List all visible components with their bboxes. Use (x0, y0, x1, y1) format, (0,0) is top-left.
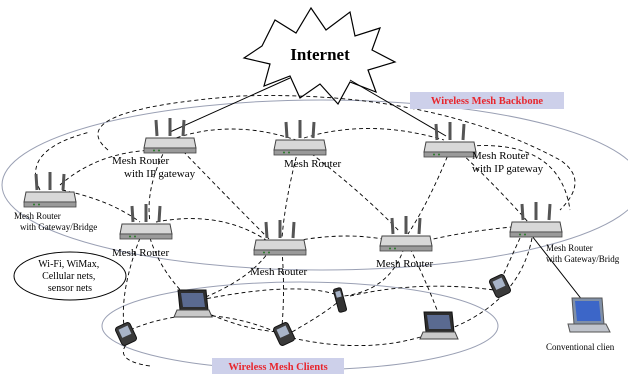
laptop-client-left-icon (173, 289, 213, 318)
router-top-middle-line1: Mesh Router (284, 158, 341, 170)
router-bridge-right-line1: Mesh Router (546, 243, 593, 253)
other-networks-line1: Wi-Fi, WiMax, (38, 259, 99, 270)
router-center-icon (252, 218, 308, 257)
mesh-links (35, 95, 576, 367)
internet-link-right (349, 79, 447, 137)
conventional-client-label: Conventional clien (546, 342, 615, 352)
other-networks-line3: sensor nets (48, 283, 92, 294)
pda-client-right-icon (488, 273, 512, 299)
clients-caption: Wireless Mesh Clients (228, 362, 327, 373)
router-middle-right-line1: Mesh Router (376, 258, 433, 270)
router-middle-left-label: Mesh Router (112, 247, 169, 259)
router-gateway-left-label: Mesh Router with IP gateway (112, 155, 196, 180)
other-networks-line2: Cellular nets, (42, 271, 95, 282)
router-bridge-left-icon (22, 170, 78, 209)
conventional-client-laptop-icon (567, 297, 611, 333)
router-top-middle-label: Mesh Router (284, 158, 341, 170)
router-bridge-left-label: Mesh Router with Gateway/Bridge (14, 211, 97, 232)
router-bridge-right-line2: with Gateway/Bridg (546, 254, 620, 264)
router-gateway-right-label: Mesh Router with IP gateway (472, 150, 544, 175)
router-middle-right-icon (378, 214, 434, 253)
laptop-client-right-icon (419, 311, 459, 340)
router-gateway-left-line1: Mesh Router (112, 155, 169, 167)
router-center-line1: Mesh Router (250, 266, 307, 278)
router-gateway-right-line2: with IP gateway (472, 163, 544, 175)
router-bridge-left-line2: with Gateway/Bridge (20, 222, 97, 232)
router-middle-left-icon (118, 202, 174, 241)
internet-label: Internet (290, 45, 350, 64)
router-middle-right-label: Mesh Router (376, 258, 433, 270)
clients-caption-bg (212, 358, 344, 374)
router-bridge-left-line1: Mesh Router (14, 211, 61, 221)
router-gateway-right-line1: Mesh Router (472, 150, 529, 162)
internet-cloud-icon (242, 6, 397, 106)
internet-link-left (169, 77, 291, 133)
phone-client-icon (332, 286, 348, 314)
router-bridge-right-label: Mesh Router with Gateway/Bridg (546, 243, 620, 264)
router-center-label: Mesh Router (250, 266, 307, 278)
other-networks-label: Wi-Fi, WiMax, Cellular nets, sensor nets (38, 259, 101, 294)
other-networks-bubble (13, 251, 127, 301)
pda-client-left-icon (114, 321, 138, 347)
router-middle-left-line1: Mesh Router (112, 247, 169, 259)
router-gateway-left-line2: with IP gateway (124, 168, 196, 180)
router-top-middle-icon (272, 118, 328, 157)
pda-client-middle-icon (272, 321, 296, 347)
backbone-caption: Wireless Mesh Backbone (431, 96, 544, 107)
backbone-caption-bg (410, 92, 564, 109)
router-bridge-right-icon (508, 200, 564, 239)
backbone-boundary (1, 99, 628, 271)
router-gateway-left-icon (142, 116, 198, 155)
